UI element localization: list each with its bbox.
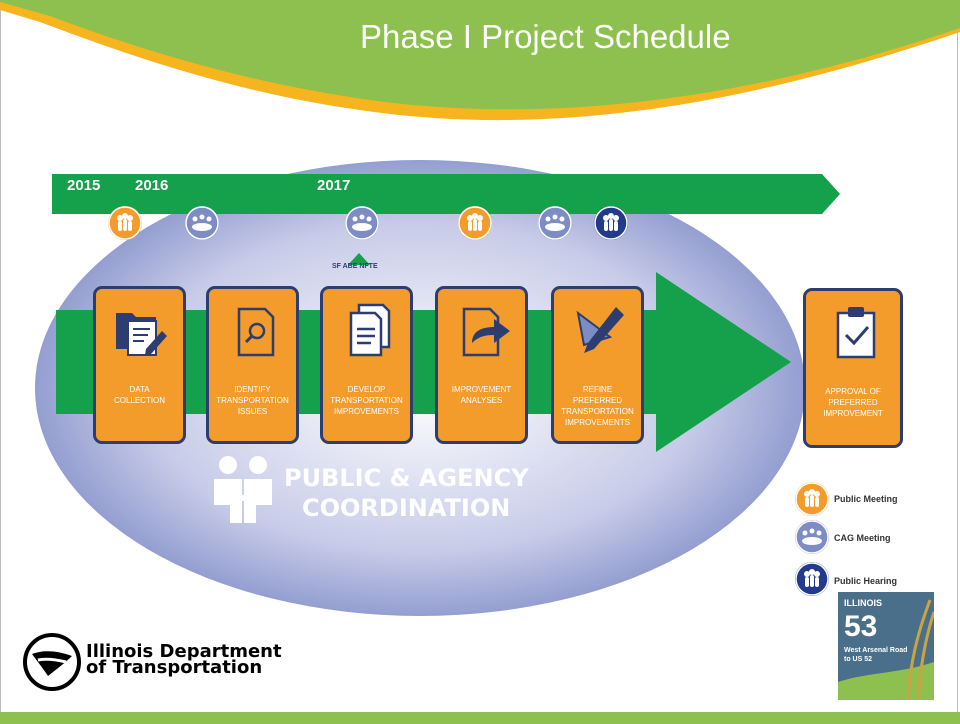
step-box-identify-issues: IDENTIFY TRANSPORTATION ISSUES (206, 286, 299, 444)
coordination-line2: COORDINATION (302, 494, 511, 522)
public-meeting-icon (108, 206, 142, 240)
year-label: 2015 (67, 177, 101, 194)
badge-route: 53 (844, 610, 878, 643)
public-meeting-icon (458, 206, 492, 240)
badge-desc-line2: to US 52 (844, 656, 873, 663)
clipboard-check-icon (836, 307, 876, 359)
magnifier-document-icon (237, 307, 275, 357)
step-label: APPROVAL OF PREFERRED IMPROVEMENT (823, 387, 883, 418)
legend-label: CAG Meeting (834, 533, 891, 543)
people-icon (214, 456, 272, 523)
coordination-line1: PUBLIC & AGENCY (284, 464, 529, 492)
folder-document-icon (116, 313, 167, 356)
design-tools-icon (576, 307, 624, 353)
slide-title: Phase I Project Schedule (360, 18, 731, 55)
legend-label: Public Hearing (834, 576, 898, 586)
org-name-line1: Illinois Department (86, 641, 282, 662)
idot-logo-icon (23, 633, 81, 691)
documents-icon (349, 303, 391, 357)
current-marker-icon (348, 253, 370, 265)
year-label: 2016 (135, 177, 169, 194)
marker-label: SF ABE NFTE (332, 263, 378, 270)
footer-bar (0, 712, 960, 724)
org-name: Illinois Department of Transportation (86, 641, 282, 678)
cag-meeting-icon (345, 206, 379, 240)
year-label: 2017 (317, 177, 351, 194)
header-swoosh (0, 0, 960, 121)
step-label: DATA COLLECTION (113, 385, 166, 405)
route-badge: ILLINOIS 53 West Arsenal Road to US 52 (838, 592, 934, 700)
step-label: IDENTIFY TRANSPORTATION ISSUES (216, 385, 289, 416)
step-box-refine-improvements: REFINE PREFERRED TRANSPORTATION IMPROVEM… (551, 286, 644, 444)
step-label: IMPROVEMENT ANALYSES (451, 385, 512, 405)
badge-state: ILLINOIS (844, 598, 882, 608)
cag-meeting-icon (795, 520, 829, 554)
arrow-document-icon (462, 307, 510, 357)
cag-meeting-icon (185, 206, 219, 240)
grass-icon (838, 599, 934, 700)
public-hearing-icon (795, 562, 829, 596)
step-box-approval: APPROVAL OF PREFERRED IMPROVEMENT (803, 288, 903, 448)
timeline-arrow (52, 174, 840, 214)
public-hearing-icon (594, 206, 628, 240)
legend-label: Public Meeting (834, 494, 898, 504)
step-box-data-collection: DATA COLLECTION (93, 286, 186, 444)
step-label: DEVELOP TRANSPORTATION IMPROVEMENTS (330, 385, 403, 416)
cag-meeting-icon (538, 206, 572, 240)
badge-desc: West Arsenal Road to US 52 (844, 646, 907, 664)
org-name-line2: of Transportation (86, 657, 263, 678)
step-label: REFINE PREFERRED TRANSPORTATION IMPROVEM… (561, 385, 634, 427)
step-box-improvement-analyses: IMPROVEMENT ANALYSES (435, 286, 528, 444)
badge-desc-line1: West Arsenal Road (844, 647, 908, 654)
step-box-develop-improvements: DEVELOP TRANSPORTATION IMPROVEMENTS (320, 286, 413, 444)
public-meeting-icon (795, 482, 829, 516)
